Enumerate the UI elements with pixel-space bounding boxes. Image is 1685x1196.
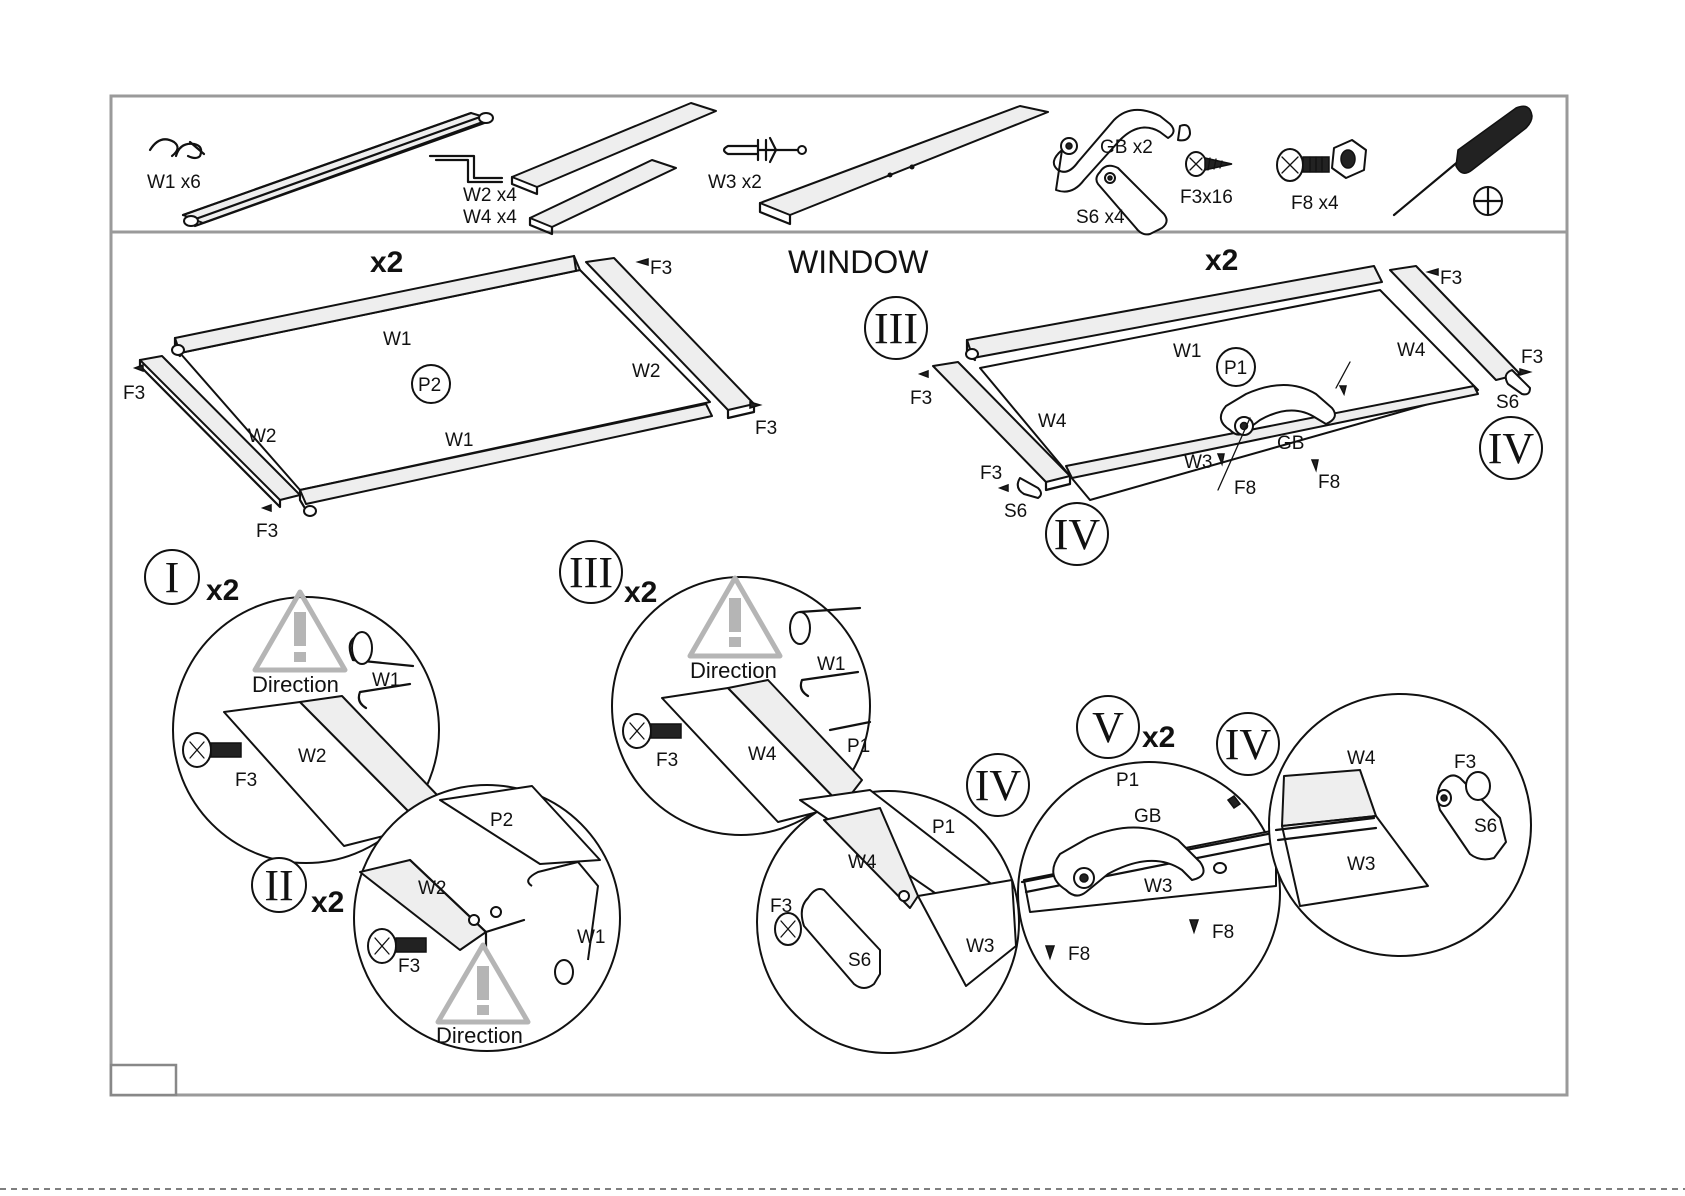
part-label-w1: W1 x6 — [147, 172, 201, 193]
step-numeral: IV — [1054, 510, 1101, 559]
part-label-w2: W2 x4 — [463, 185, 517, 206]
step-numeral: III — [874, 304, 918, 353]
step-numeral: V — [1092, 703, 1124, 752]
page-number-box — [111, 1065, 176, 1095]
label-w1: W1 — [445, 430, 474, 451]
f3-screw-icon — [1186, 152, 1232, 176]
label-p1: P1 — [932, 817, 955, 838]
label-w2: W2 — [298, 746, 327, 767]
section-title: WINDOW — [788, 244, 929, 280]
label-w2: W2 — [248, 426, 277, 447]
w3-profile-drawing — [760, 106, 1048, 224]
label-f3: F3 — [256, 521, 278, 542]
label-p2: P2 — [418, 375, 441, 396]
label-f8: F8 — [1068, 944, 1090, 965]
label-w4: W4 — [848, 852, 877, 873]
phillips-head-icon — [1474, 187, 1502, 215]
screwdriver-icon — [1394, 106, 1532, 215]
step-numeral: IV — [1488, 424, 1535, 473]
warning-label: Direction — [252, 672, 339, 697]
w1-clip-icon — [150, 139, 204, 158]
label-f8: F8 — [1318, 472, 1340, 493]
label-w1: W1 — [372, 670, 401, 691]
label-f3: F3 — [398, 956, 420, 977]
part-label-gb: GB x2 — [1100, 137, 1153, 158]
label-f3: F3 — [980, 463, 1002, 484]
label-w1: W1 — [383, 329, 412, 350]
warning-label: Direction — [436, 1023, 523, 1048]
part-label-f8: F8 x4 — [1291, 193, 1339, 214]
step-quantity: x2 — [206, 574, 239, 607]
label-f3: F3 — [755, 418, 777, 439]
label-w4: W4 — [748, 744, 777, 765]
label-f8: F8 — [1234, 478, 1256, 499]
label-f3: F3 — [1521, 347, 1543, 368]
part-label-w4: W4 x4 — [463, 207, 517, 228]
step-numeral: IV — [1225, 720, 1272, 769]
label-f3: F3 — [123, 383, 145, 404]
part-label-w3: W3 x2 — [708, 172, 762, 193]
label-s6: S6 — [848, 950, 871, 971]
part-label-s6: S6 x4 — [1076, 207, 1125, 228]
part-label-f3: F3x16 — [1180, 187, 1233, 208]
w2-profile-icon — [430, 156, 502, 182]
label-s6: S6 — [1004, 501, 1027, 522]
step-numeral: I — [165, 553, 180, 602]
label-f3: F3 — [1440, 268, 1462, 289]
step-numeral: III — [569, 548, 613, 597]
label-w3: W3 — [966, 936, 995, 957]
step-quantity: x2 — [311, 886, 344, 919]
right-assembly-quantity: x2 — [1205, 244, 1238, 277]
detail-step-iii: III x2 W1 P1 W4 F3 Direction — [560, 541, 870, 835]
label-f3: F3 — [650, 258, 672, 279]
left-assembly-quantity: x2 — [370, 246, 403, 279]
step-iv-marker-top-left: IV — [1046, 503, 1108, 565]
step-quantity: x2 — [624, 576, 657, 609]
label-gb: GB — [1134, 806, 1161, 827]
label-p2: P2 — [490, 810, 513, 831]
f8-bolt-and-nut-icon — [1277, 140, 1366, 181]
label-f3: F3 — [656, 750, 678, 771]
label-p1: P1 — [1116, 770, 1139, 791]
step-quantity: x2 — [1142, 721, 1175, 754]
w3-connector-icon — [724, 138, 806, 162]
label-w1: W1 — [1173, 341, 1202, 362]
label-f3: F3 — [235, 770, 257, 791]
label-w2: W2 — [418, 878, 447, 899]
label-f3: F3 — [770, 896, 792, 917]
step-iii-marker-top: III — [865, 297, 927, 359]
w1-profile-drawing — [183, 113, 493, 226]
label-s6: S6 — [1474, 816, 1497, 837]
label-w3: W3 — [1144, 876, 1173, 897]
warning-label: Direction — [690, 658, 777, 683]
label-w1: W1 — [577, 927, 606, 948]
label-p1: P1 — [847, 736, 870, 757]
label-f3: F3 — [910, 388, 932, 409]
label-p1: P1 — [1224, 358, 1247, 379]
label-w4: W4 — [1397, 340, 1426, 361]
detail-step-i: I x2 W1 W2 F3 Direction — [145, 550, 440, 863]
parts-list: W1 x6 W2 x4 W4 x4 W3 x2 — [147, 103, 1532, 234]
w2-w4-profile-drawing — [512, 103, 716, 234]
label-s6: S6 — [1496, 392, 1519, 413]
label-f8: F8 — [1212, 922, 1234, 943]
label-w4: W4 — [1038, 411, 1067, 432]
label-f3: F3 — [1454, 752, 1476, 773]
label-w3: W3 — [1184, 452, 1213, 473]
label-w2: W2 — [632, 361, 661, 382]
label-w4: W4 — [1347, 748, 1376, 769]
label-gb: GB — [1277, 433, 1304, 454]
step-numeral: IV — [975, 761, 1022, 810]
step-iv-marker-top-right: IV — [1480, 417, 1542, 479]
step-numeral: II — [264, 861, 293, 910]
label-w1: W1 — [817, 654, 846, 675]
label-w3: W3 — [1347, 854, 1376, 875]
